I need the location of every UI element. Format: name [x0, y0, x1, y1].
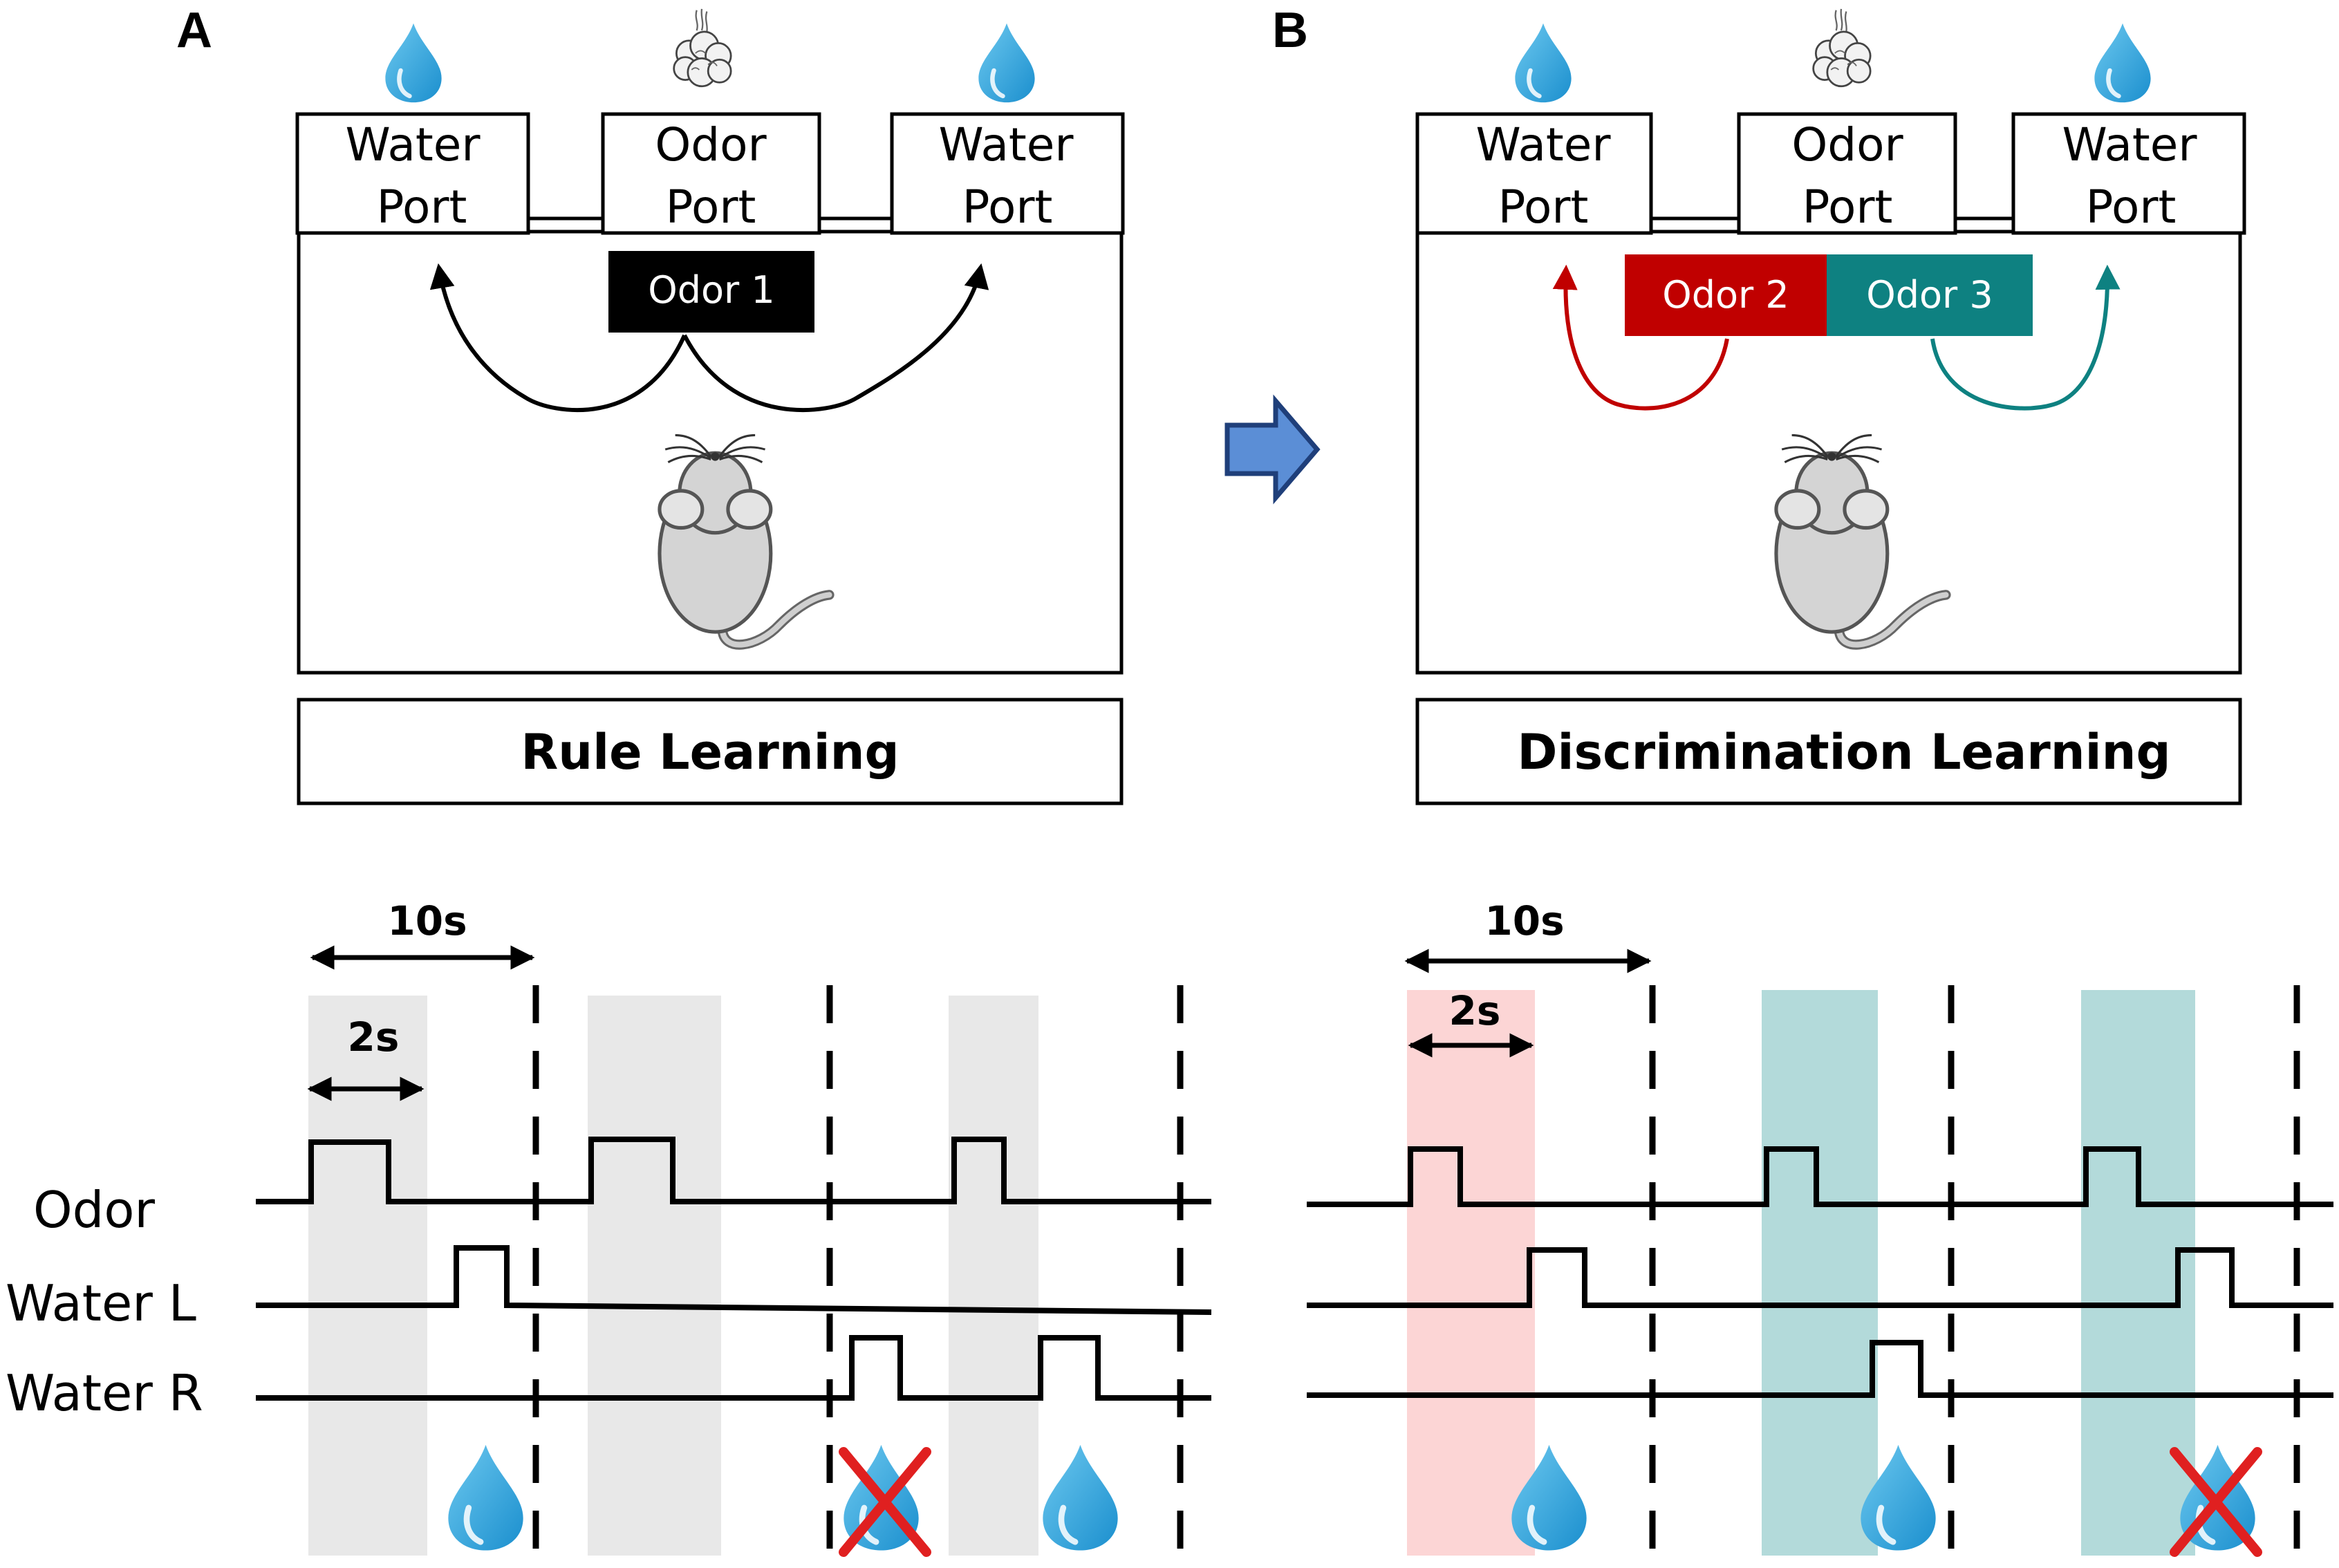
odor-window-band [949, 996, 1038, 1556]
odor-window-band [588, 996, 721, 1556]
panel-a-right-water-port: Water Port [890, 112, 1125, 235]
panel-a-left-water-port: Water Port [295, 112, 530, 235]
water-right-trace [256, 1335, 1211, 1401]
panel-a-letter: A [176, 3, 212, 58]
water-right-trace [1307, 1340, 2333, 1398]
port-label-line2: Port [962, 180, 1053, 234]
panel-b-odor-port: Odor Port [1737, 112, 1957, 235]
water-left-trace [256, 1245, 1212, 1315]
odor-2-label: Odor 2 [1662, 273, 1789, 317]
port-label-line2: Port [377, 180, 467, 234]
port-label-line1: Water [345, 118, 481, 171]
port-label-line1: Odor [1791, 118, 1903, 171]
panel-b-letter: B [1272, 3, 1308, 58]
rule-learning-title: Rule Learning [521, 724, 899, 781]
port-label-line2: Port [1498, 180, 1589, 234]
odor-2-box [1625, 254, 1827, 336]
cross-icon [2170, 1447, 2262, 1557]
odor-window-band [308, 996, 427, 1556]
choice-arrow-left [429, 263, 687, 413]
panel-b-left-water-port: Water Port [1415, 112, 1653, 235]
odor-2-window-band [1407, 990, 1535, 1556]
port-label-line1: Water [2062, 118, 2197, 171]
port-label-line1: Water [938, 118, 1074, 171]
water-drop-icon [2094, 24, 2150, 102]
port-label-line2: Port [2086, 180, 2177, 234]
duration-2s-label: 2s [348, 1014, 400, 1061]
cross-icon [839, 1447, 931, 1557]
port-label-line2: Port [1802, 180, 1893, 234]
water-drop-icon [385, 24, 441, 102]
port-label-line2: Port [666, 180, 756, 234]
odor-3-box [1827, 254, 2033, 336]
water-drop-icon [1043, 1445, 1117, 1551]
trace-label-water-l: Water L [6, 1274, 196, 1332]
port-label-line1: Water [1475, 118, 1611, 171]
trace-label-odor: Odor [33, 1181, 155, 1239]
panel-a-odor-port: Odor Port [601, 112, 821, 235]
odor-puff-icon [1812, 8, 1872, 88]
water-drop-icon [448, 1445, 523, 1551]
discrimination-learning-title: Discrimination Learning [1517, 724, 2170, 781]
duration-2s-label: 2s [1449, 987, 1501, 1034]
choice-arrow-odor-2 [1552, 264, 1729, 411]
duration-10s-label: 10s [387, 897, 467, 944]
port-label-line1: Odor [655, 118, 767, 171]
choice-arrow-odor-3 [1930, 264, 2121, 411]
transition-arrow-icon [1224, 394, 1321, 505]
choice-arrow-right [682, 263, 989, 413]
water-drop-icon [978, 24, 1034, 102]
odor-1-label: Odor 1 [648, 268, 775, 312]
odor-trace [256, 1137, 1211, 1204]
odor-3-label: Odor 3 [1866, 273, 1993, 317]
odor-1-box [608, 251, 814, 333]
discrimination-learning-title-box [1415, 698, 2242, 805]
water-left-trace [1307, 1247, 2333, 1308]
duration-10s-label: 10s [1484, 897, 1564, 944]
odor-3-window-band [1762, 990, 1878, 1556]
panel-b-right-water-port: Water Port [2011, 112, 2246, 235]
odor-trace [1307, 1146, 2333, 1207]
odor-puff-icon [673, 8, 732, 88]
water-drop-icon [1515, 24, 1571, 102]
trace-label-water-r: Water R [6, 1364, 203, 1422]
rule-learning-title-box [297, 698, 1124, 805]
